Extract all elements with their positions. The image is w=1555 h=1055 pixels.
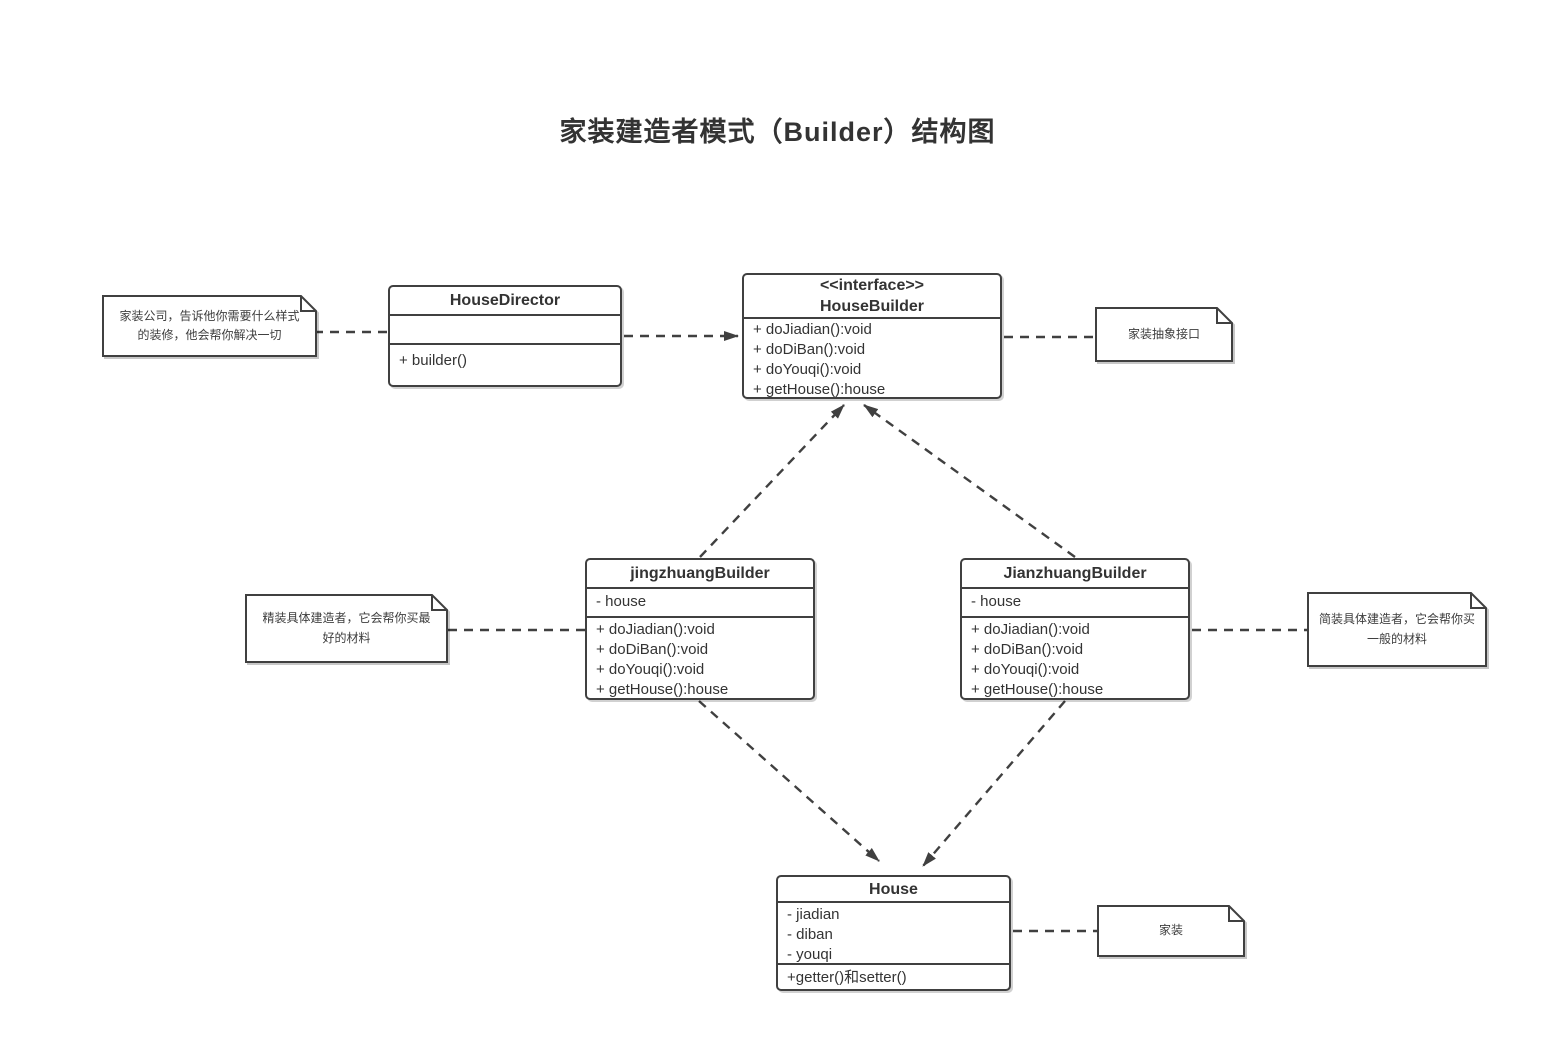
- method-label: +getter()和setter(): [787, 969, 907, 986]
- note-shape: [245, 594, 448, 663]
- class-housedirector-attributes: [390, 316, 620, 345]
- note-text: 家装公司，告诉他你需要什么样式的装修，他会帮你解决一切: [119, 308, 300, 342]
- method-label: + doJiadian():void: [753, 321, 872, 338]
- dependency-arrow-jingzhuangbuilder-to-house: [698, 700, 880, 862]
- method-label: + doJiadian():void: [971, 621, 1090, 638]
- method-label: + doDiBan():void: [596, 641, 709, 658]
- note-text: 精装具体建造者，它会帮你买最好的材料: [262, 611, 431, 645]
- class-jingzhuangbuilder: jingzhuangBuilder - house + doJiadian():…: [585, 558, 815, 700]
- class-jianzhuangbuilder-name: JianzhuangBuilder: [962, 560, 1188, 589]
- class-housebuilder: <<interface>> HouseBuilder + doJiadian()…: [742, 273, 1002, 399]
- class-stereotype-label: <<interface>>: [819, 277, 925, 294]
- class-house-name: House: [778, 877, 1009, 903]
- note-text: 家装: [1158, 923, 1183, 938]
- realization-arrow-jingzhuangbuilder-to-housebuilder: [699, 404, 845, 558]
- class-jianzhuangbuilder-attributes: - house: [962, 589, 1188, 618]
- attribute-label: - house: [596, 593, 647, 610]
- method-label: + doDiBan():void: [971, 641, 1084, 658]
- class-name-label: jingzhuangBuilder: [630, 565, 770, 582]
- note-shape: [102, 295, 317, 357]
- attribute-label: - house: [971, 593, 1022, 610]
- method-label: + getHouse():house: [971, 681, 1104, 698]
- class-housedirector-methods: + builder(): [390, 345, 620, 373]
- note-shape: [1097, 905, 1245, 957]
- class-house-methods: +getter()和setter(): [778, 965, 1009, 990]
- class-name-label: HouseBuilder: [819, 298, 924, 315]
- class-jianzhuangbuilder-methods: + doJiadian():void + doDiBan():void + do…: [962, 618, 1188, 702]
- class-jingzhuangbuilder-methods: + doJiadian():void + doDiBan():void + do…: [587, 618, 813, 702]
- class-house: House - jiadian - diban - youqi +getter(…: [776, 875, 1011, 991]
- note-housebuilder: 家装抽象接口: [1095, 307, 1233, 362]
- method-label: + getHouse():house: [753, 381, 886, 398]
- dependency-arrow-jianzhuangbuilder-to-house: [922, 700, 1066, 867]
- note-text: 家装抽象接口: [1127, 326, 1200, 341]
- class-housedirector-name: HouseDirector: [390, 287, 620, 316]
- attribute-label: - jiadian: [787, 906, 840, 923]
- class-jingzhuangbuilder-name: jingzhuangBuilder: [587, 560, 813, 589]
- note-text: 简装具体建造者，它会帮你买一般的材料: [1319, 612, 1476, 646]
- method-label: + doYouqi():void: [753, 361, 862, 378]
- class-jianzhuangbuilder: JianzhuangBuilder - house + doJiadian():…: [960, 558, 1190, 700]
- class-housedirector: HouseDirector + builder(): [388, 285, 622, 387]
- realization-arrow-jianzhuangbuilder-to-housebuilder: [863, 404, 1076, 558]
- attribute-label: - youqi: [787, 946, 833, 963]
- method-label: + doYouqi():void: [971, 661, 1080, 678]
- method-label: + builder(): [399, 352, 467, 369]
- note-shape: [1095, 307, 1233, 362]
- method-label: + doJiadian():void: [596, 621, 715, 638]
- class-name-label: HouseDirector: [449, 292, 561, 309]
- note-jianzhuangbuilder: 简装具体建造者，它会帮你买一般的材料: [1307, 592, 1487, 667]
- class-jingzhuangbuilder-attributes: - house: [587, 589, 813, 618]
- note-housedirector: 家装公司，告诉他你需要什么样式的装修，他会帮你解决一切: [102, 295, 317, 357]
- class-housebuilder-name: <<interface>> HouseBuilder: [744, 275, 1000, 319]
- class-housebuilder-methods: + doJiadian():void + doDiBan():void + do…: [744, 319, 1000, 402]
- class-name-label: House: [869, 880, 918, 898]
- method-label: + getHouse():house: [596, 681, 729, 698]
- note-shape: [1307, 592, 1487, 667]
- method-label: + doDiBan():void: [753, 341, 866, 358]
- attribute-label: - diban: [787, 926, 833, 943]
- class-house-attributes: - jiadian - diban - youqi: [778, 903, 1009, 965]
- class-name-label: JianzhuangBuilder: [1003, 565, 1147, 582]
- note-house: 家装: [1097, 905, 1245, 957]
- diagram-title: 家装建造者模式（Builder）结构图: [559, 117, 996, 147]
- note-jingzhuangbuilder: 精装具体建造者，它会帮你买最好的材料: [245, 594, 448, 663]
- method-label: + doYouqi():void: [596, 661, 705, 678]
